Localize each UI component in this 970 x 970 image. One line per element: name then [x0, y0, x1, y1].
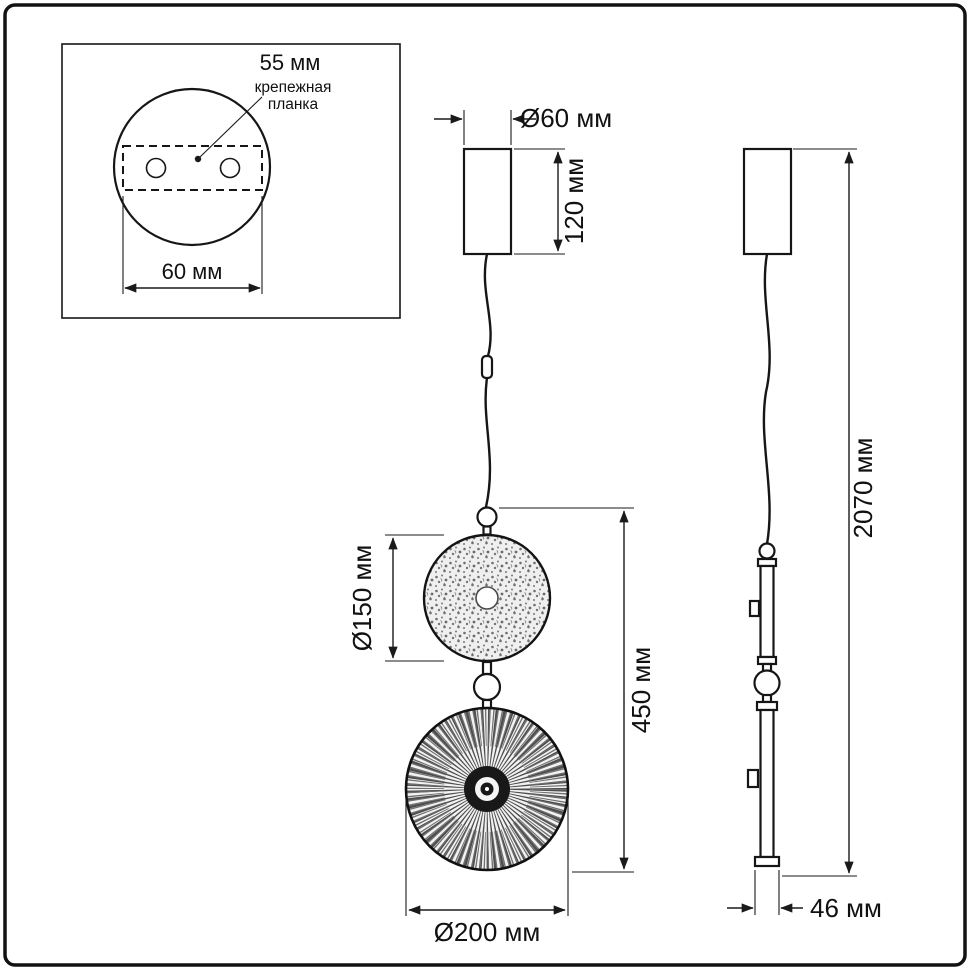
page-border — [3, 3, 967, 967]
canopy-bottom-outline — [112, 87, 272, 247]
side-upper-disc-tab — [748, 599, 761, 618]
side-ball-top — [758, 542, 776, 560]
mounting-hole-right — [219, 157, 241, 179]
label-canopy-diameter: Ø60 мм — [520, 103, 612, 133]
mounting-plate-outline — [122, 145, 263, 191]
label-body-height: 450 мм — [626, 647, 656, 733]
label-upper-disc-diameter: Ø150 мм — [347, 545, 377, 652]
side-lower-disc-tab — [746, 768, 760, 789]
front-lower-disc — [404, 706, 570, 872]
mounting-hole-left — [145, 157, 167, 179]
front-ball-top — [476, 506, 498, 528]
side-upper-disc-profile — [748, 557, 778, 666]
label-hole-spacing: 55 мм — [260, 50, 321, 75]
inset-frame — [61, 43, 401, 319]
label-plate-width: 60 мм — [162, 259, 223, 284]
side-view: 2070 мм 46 мм — [727, 147, 882, 923]
front-cable-joint — [480, 354, 494, 380]
side-cable — [762, 253, 771, 545]
label-canopy-height: 120 мм — [559, 158, 589, 244]
front-cable-upper — [483, 253, 492, 357]
front-cable-lower — [484, 377, 492, 508]
front-neck-1 — [482, 525, 492, 536]
label-overall-height: 2070 мм — [848, 438, 878, 539]
inset-panel: 55 мм крепежная планка 60 мм — [61, 43, 401, 319]
label-lower-disc-diameter: Ø200 мм — [434, 917, 541, 947]
dim-overall-height: 2070 мм — [782, 148, 878, 877]
side-lower-disc-profile — [746, 693, 781, 868]
front-ball-middle — [472, 672, 502, 702]
front-upper-disc — [422, 533, 552, 663]
label-plate-line2: планка — [268, 96, 319, 113]
side-ball-middle — [753, 669, 781, 697]
dim-side-width: 46 мм — [727, 870, 882, 923]
front-neck-2 — [481, 660, 493, 676]
leader-line — [199, 96, 263, 158]
dim-canopy-diameter: Ø60 мм — [434, 103, 612, 145]
dim-body-height: 450 мм — [499, 507, 656, 873]
dim-plate-width: 60 мм — [122, 196, 263, 294]
front-view: Ø60 мм 120 мм Ø150 мм — [347, 103, 656, 947]
side-canopy — [742, 147, 793, 256]
dim-canopy-height: 120 мм — [514, 148, 589, 255]
dim-lower-disc-diameter: Ø200 мм — [405, 798, 569, 947]
front-canopy — [462, 147, 513, 256]
reference-dot — [194, 155, 202, 163]
dim-upper-disc-diameter: Ø150 мм — [347, 534, 444, 662]
upper-disc-center-hole — [475, 586, 499, 610]
label-side-width: 46 мм — [810, 893, 882, 923]
label-plate-line1: крепежная — [255, 79, 332, 96]
